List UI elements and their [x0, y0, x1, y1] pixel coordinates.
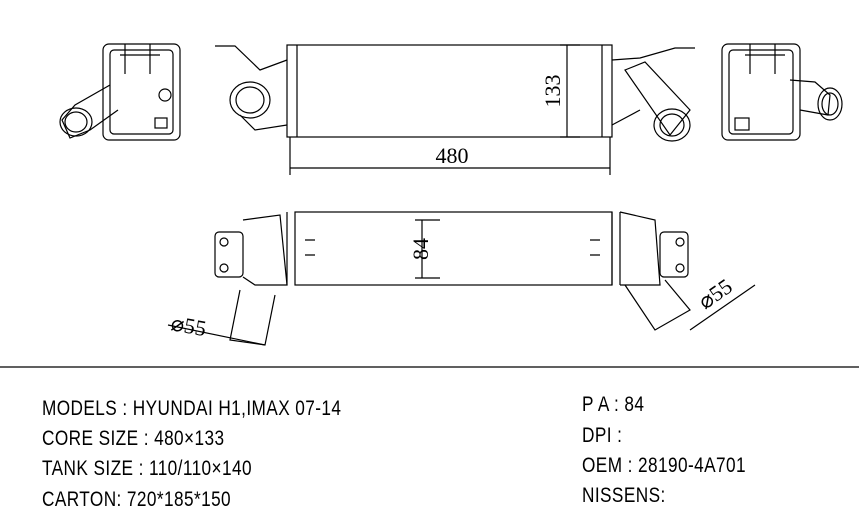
spec-oem: OEM : 28190-4A701 — [582, 454, 746, 477]
spec-pa: P A : 84 — [582, 393, 645, 416]
spec-dpi: DPI : — [582, 424, 623, 447]
right-side-view — [721, 43, 843, 141]
spec-nissens: NISSENS: — [582, 484, 666, 507]
top-view — [215, 44, 695, 175]
spec-core-size: CORE SIZE : 480×133 — [42, 427, 225, 450]
spec-tank-size: TANK SIZE : 110/110×140 — [42, 457, 252, 480]
spec-models: MODELS : HYUNDAI H1,IMAX 07-14 — [42, 397, 342, 420]
left-side-view — [59, 43, 181, 141]
dim-inlet-diameter-right: ⌀55 — [694, 273, 737, 314]
dim-core-depth: 84 — [408, 238, 433, 260]
dim-inlet-diameter-left: ⌀55 — [169, 310, 208, 341]
bottom-view — [167, 211, 756, 346]
dim-core-length: 480 — [436, 143, 469, 168]
dim-core-height: 133 — [540, 75, 565, 108]
spec-carton: CARTON: 720*185*150 — [42, 488, 232, 511]
